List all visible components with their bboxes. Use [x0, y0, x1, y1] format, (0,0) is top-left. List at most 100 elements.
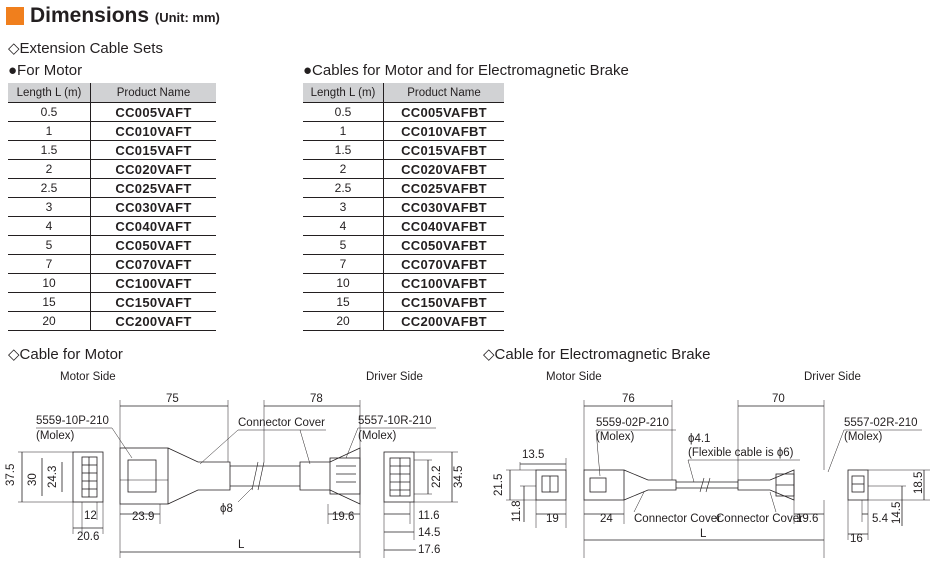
right-maker: (Molex): [358, 430, 397, 442]
length-cell: 4: [8, 216, 91, 236]
motor-drawing-title: ◇Cable for Motor: [8, 346, 123, 363]
length-cell: 20: [303, 311, 384, 331]
product-name-cell: CC030VAFBT: [383, 197, 504, 217]
product-name-cell: CC200VAFBT: [383, 311, 504, 331]
dim-phi8: ϕ8: [220, 503, 233, 515]
dim-20-6: 20.6: [77, 531, 99, 543]
brake-col-product: Product Name: [383, 83, 504, 103]
dim-18-5: 18.5: [913, 472, 925, 494]
brake-table-title: ●Cables for Motor and for Electromagneti…: [303, 62, 629, 79]
dim-L-brake: L: [700, 528, 707, 540]
length-cell: 7: [8, 254, 91, 274]
length-cell: 2: [8, 159, 91, 179]
brake-col-length: Length L (m): [303, 83, 384, 103]
product-name-cell: CC040VAFBT: [383, 216, 504, 236]
product-name-cell: CC050VAFT: [90, 235, 216, 255]
brake-right-maker: (Molex): [844, 431, 883, 443]
section-title: ◇Extension Cable Sets: [8, 40, 163, 57]
dim-78: 78: [310, 393, 323, 405]
length-cell: 3: [8, 197, 91, 217]
motor-col-length: Length L (m): [8, 83, 91, 103]
dim-75: 75: [166, 393, 179, 405]
brake-cover-left: Connector Cover: [634, 513, 721, 525]
product-name-cell: CC025VAFT: [90, 178, 216, 198]
product-name-cell: CC100VAFT: [90, 273, 216, 293]
product-name-cell: CC100VAFBT: [383, 273, 504, 293]
brake-cover-right: Connector Cover: [716, 513, 803, 525]
motor-col-product: Product Name: [90, 83, 216, 103]
dim-12: 12: [84, 510, 97, 522]
dim-22-2: 22.2: [431, 466, 443, 488]
length-cell: 1: [303, 121, 384, 141]
product-name-cell: CC015VAFBT: [383, 140, 504, 160]
length-cell: 3: [303, 197, 384, 217]
left-maker: (Molex): [36, 430, 75, 442]
product-name-cell: CC030VAFT: [90, 197, 216, 217]
length-cell: 7: [303, 254, 384, 274]
length-cell: 2.5: [303, 178, 384, 198]
brake-right-part: 5557-02R-210: [844, 417, 918, 429]
product-name-cell: CC025VAFBT: [383, 178, 504, 198]
product-name-cell: CC015VAFT: [90, 140, 216, 160]
dim-11-8: 11.8: [511, 500, 523, 522]
length-cell: 1: [8, 121, 91, 141]
title-marker: [6, 7, 24, 25]
length-cell: 2: [303, 159, 384, 179]
length-cell: 5: [8, 235, 91, 255]
connector-cover-label: Connector Cover: [238, 417, 325, 429]
dim-19-6: 19.6: [332, 511, 354, 523]
product-name-cell: CC040VAFT: [90, 216, 216, 236]
dim-5-4: 5.4: [872, 513, 889, 525]
length-cell: 5: [303, 235, 384, 255]
product-name-cell: CC050VAFBT: [383, 235, 504, 255]
brake-cable-drawing: Motor Side Driver Side 13.5 21.5 11.8 19…: [493, 371, 930, 558]
length-cell: 10: [303, 273, 384, 293]
dim-21-5: 21.5: [493, 474, 505, 496]
dim-L-motor: L: [238, 539, 245, 551]
brake-diameter: ϕ4.1: [688, 433, 710, 445]
right-part-number: 5557-10R-210: [358, 415, 432, 427]
dim-16: 16: [850, 533, 863, 545]
length-cell: 15: [8, 292, 91, 312]
dim-70: 70: [772, 393, 785, 405]
dim-13-5: 13.5: [522, 449, 544, 461]
length-cell: 0.5: [303, 102, 384, 122]
dim-24-3: 24.3: [47, 466, 59, 488]
driver-side-label: Driver Side: [366, 371, 423, 383]
dim-76: 76: [622, 393, 635, 405]
length-cell: 2.5: [8, 178, 91, 198]
dim-17-6: 17.6: [418, 544, 440, 556]
product-name-cell: CC005VAFT: [90, 102, 216, 122]
motor-side-label: Motor Side: [60, 371, 116, 383]
length-cell: 0.5: [8, 102, 91, 122]
brake-left-maker: (Molex): [596, 431, 635, 443]
dim-37-5: 37.5: [5, 464, 17, 486]
brake-left-part: 5559-02P-210: [596, 417, 669, 429]
motor-table-title: ●For Motor: [8, 62, 83, 79]
brake-diameter-note: (Flexible cable is ϕ6): [688, 447, 794, 459]
product-name-cell: CC010VAFBT: [383, 121, 504, 141]
length-cell: 1.5: [8, 140, 91, 160]
dim-23-9: 23.9: [132, 511, 154, 523]
length-cell: 10: [8, 273, 91, 293]
